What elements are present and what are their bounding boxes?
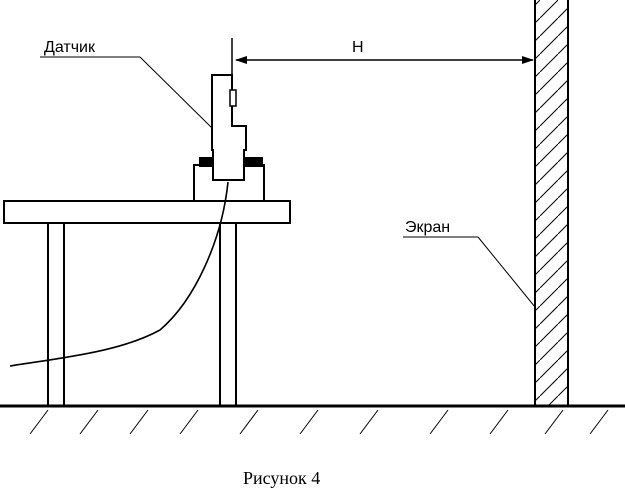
sensor-cable <box>9 181 229 367</box>
table-leg-left <box>47 222 65 407</box>
distance-label: H <box>352 39 364 56</box>
table-leg-right <box>219 222 237 407</box>
table-top <box>3 200 291 224</box>
sensor <box>211 38 247 181</box>
screen-wall <box>534 0 569 406</box>
screen-label: Экран <box>405 219 450 236</box>
screen-callout <box>403 236 536 308</box>
floor <box>0 404 625 435</box>
sensor-label: Датчик <box>44 39 96 56</box>
figure-caption: Рисунок 4 <box>243 468 320 488</box>
table <box>3 200 291 407</box>
sensor-callout <box>40 56 213 129</box>
